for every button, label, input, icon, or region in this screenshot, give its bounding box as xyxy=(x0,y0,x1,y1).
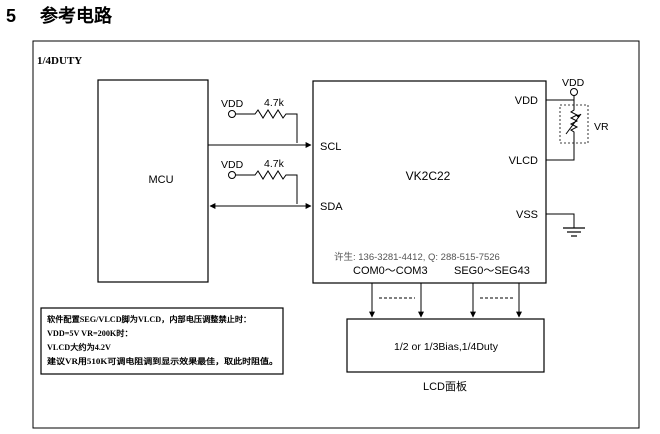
pullup1-value: 4.7k xyxy=(264,97,285,109)
vr-vdd-label: VDD xyxy=(562,77,585,89)
diagram-frame xyxy=(32,40,640,429)
section-number: 5 xyxy=(6,6,16,26)
com-seg-bus xyxy=(369,283,522,318)
note-line-4: 建议VR用510K可调电阻调到显示效果最佳，取此时阻值。 xyxy=(47,356,278,366)
vdd-wire xyxy=(546,95,575,101)
lcd-panel-text: 1/2 or 1/3Bias,1/4Duty xyxy=(394,341,499,353)
pin-vss-label: VSS xyxy=(516,209,538,221)
chip-block xyxy=(312,80,547,284)
chip-name: VK2C22 xyxy=(406,169,451,183)
section-title: 参考电路 xyxy=(40,5,113,26)
pin-vdd-label: VDD xyxy=(515,95,538,107)
note-line-2: VDD=5V VR=200K时： xyxy=(47,328,133,338)
notes-box xyxy=(40,307,284,375)
lcd-panel xyxy=(346,318,545,373)
pullup2-value: 4.7k xyxy=(264,158,285,170)
chip-watermark: 许生: 136-3281-4412, Q: 288-515-7526 xyxy=(334,251,500,263)
duty-label: 1/4DUTY xyxy=(37,55,82,67)
vss-wire xyxy=(546,213,575,228)
pullup1-vdd-terminal xyxy=(228,110,236,118)
ground-icon xyxy=(563,227,585,237)
pin-com-label: COM0～COM3 xyxy=(353,265,428,277)
mcu-block xyxy=(97,79,209,283)
vr-vdd-terminal xyxy=(570,88,578,96)
pullup2-resistor xyxy=(235,170,298,204)
pullup2-vdd-terminal xyxy=(228,171,236,179)
pin-seg-label: SEG0～SEG43 xyxy=(454,265,530,277)
note-line-1: 软件配置SEG/VLCD脚为VLCD，内部电压调整禁止时： xyxy=(47,314,251,324)
vr-resistor xyxy=(546,100,579,161)
vr-wiper-head xyxy=(576,114,581,118)
lcd-caption: LCD面板 xyxy=(423,379,467,393)
pullup1-resistor xyxy=(235,109,298,143)
vr-label: VR xyxy=(594,121,609,133)
mcu-label: MCU xyxy=(148,174,173,186)
pin-vlcd-label: VLCD xyxy=(509,155,538,167)
pullup2-vdd-label: VDD xyxy=(221,159,244,171)
pin-scl-label: SCL xyxy=(320,141,341,153)
pullup1-vdd-label: VDD xyxy=(221,98,244,110)
pin-sda-label: SDA xyxy=(320,201,343,213)
note-line-3: VLCD大约为4.2V xyxy=(47,342,111,352)
